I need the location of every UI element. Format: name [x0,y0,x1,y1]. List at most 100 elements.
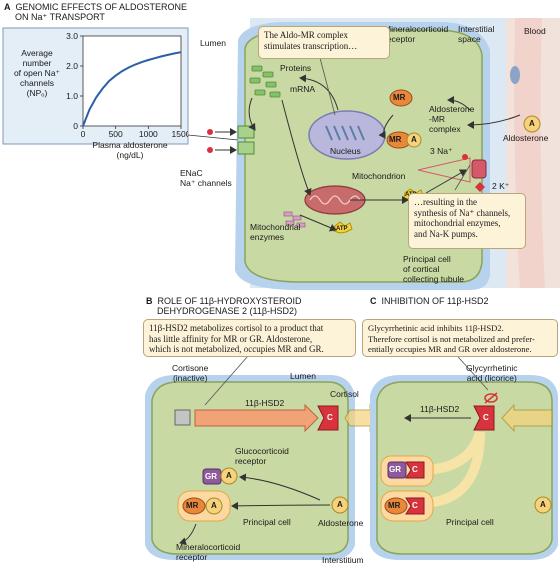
potassium-ion [475,182,485,192]
callout-line: The Aldo-MR complex [264,30,348,40]
gr-tag: GR [205,472,217,481]
principal-cell-label-b: Principal cell [243,517,291,527]
cortisone-square [174,409,191,426]
panel-title-line: INHIBITION OF 11β-HSD2 [381,296,489,306]
label-line: Principal cell [403,254,451,264]
inhibitor-shape [484,392,498,404]
c-tag: C [483,413,489,422]
gr-tag: GR [389,465,401,474]
aldo-entry-b [331,496,349,514]
sodium-ion [207,129,213,135]
mr-tag: MR [389,135,402,144]
y-tick-label: 2.0 [66,61,78,71]
lumen-label: Lumen [200,38,226,48]
plot-area [82,35,182,127]
aldosterone-response-chart: 05001000150001.02.03.0 [66,31,188,139]
c-tag: C [412,501,418,510]
principal-cell-label-c: Principal cell [446,517,494,527]
cortisol-shape [317,405,339,431]
aldo-entry-c [534,496,552,514]
callout-line: stimulates transcription… [264,40,358,51]
aldosterone-label-b: Aldosterone [318,518,364,528]
panel-b-heading: B ROLE OF 11β-HYDROXYSTEROID [146,296,302,307]
panel-letter: B [146,296,153,306]
aldo-mr-label: Aldosterone -MR complex [429,104,474,134]
panel-letter: C [370,296,377,306]
panel-title-line: ROLE OF 11β-HYDROXYSTEROID [157,296,302,306]
ylabel-line: channels [19,78,55,88]
x-tick-label: 1000 [139,129,158,139]
label-line: (inactive) [172,373,208,383]
atp-burst [333,221,353,234]
ylabel-line: number [22,58,52,68]
label-line: Mitochondrial [250,222,301,232]
glycyrrhetinic-label: Glycyrrhetinic acid (licorice) [466,363,517,383]
enzyme-label-b: 11β-HSD2 [245,398,285,408]
x-tick-label: 500 [109,129,123,139]
callout-line: Glycyrrhetinic acid inhibits 11β-HSD2. [368,323,504,333]
sodium-ion [462,154,468,160]
callout-c: Glycyrrhetinic acid inhibits 11β-HSD2. T… [362,319,558,357]
mr-receptor-label: Mineralocorticoid receptor [384,24,448,44]
lumen-label-b: Lumen [290,371,316,381]
callout-line: mitochondrial enzymes, [414,218,501,228]
mr-aldo-shape-b [177,490,231,522]
enac-label: ENaC Na⁺ channels [180,168,232,188]
label-line: Interstitial [458,24,495,34]
label-line: Cortisone [172,363,209,373]
callout-line: Therefore cortisol is not metabolized an… [368,333,535,344]
ylabel-line: (NPₒ) [26,88,48,98]
mrna-label: mRNA [290,84,316,94]
c-tag: C [327,413,333,422]
mr-receptor-shape [389,89,413,107]
y-tick-label: 3.0 [66,31,78,41]
dna-strands [325,125,365,141]
big-arrow-c [424,431,485,508]
xlabel-line: Plasma aldosterone [92,140,168,150]
cortisone-arrow [194,403,319,433]
cortisone-label: Cortisone (inactive) [172,363,208,383]
a-tag: A [226,471,232,480]
a-tag: A [540,500,546,509]
label-line: complex [429,124,461,134]
cortisol-label: Cortisol [330,389,359,399]
chart-connector [187,134,239,141]
a-tag: A [337,500,343,509]
xlabel-line: (ng/dL) [116,150,144,160]
pathway-arrows-b [179,473,331,546]
label-line: enzymes [250,232,285,242]
chart-ylabel: Average number of open Na⁺ channels (NPₒ… [8,48,66,98]
label-line: receptor [176,552,208,562]
nucleus-label: Nucleus [330,146,361,156]
a-tag: A [411,135,417,144]
proteins-label: Proteins [280,63,312,73]
x-tick-label: 0 [81,129,86,139]
panel-letter: A [4,2,11,12]
mr-tag: MR [186,501,199,510]
panel-c-heading: C INHIBITION OF 11β-HSD2 [370,296,489,307]
na-label: 3 Na⁺ [430,146,453,156]
pathway-arrows [215,74,521,232]
label-line: Glycyrrhetinic [466,363,518,373]
cortisol-entry-arrow-c [501,403,553,433]
mc-receptor-label: Mineralocorticoid receptor [176,542,240,562]
mr-tag: MR [388,501,401,510]
label-line: Na⁺ channels [180,178,232,188]
panel-title-line: ON Na⁺ TRANSPORT [15,12,105,22]
callout-line: and Na-K pumps. [414,228,478,239]
label-line: of cortical [403,264,440,274]
mr-cortisol-c [380,490,434,522]
label-line: Glucocorticoid [235,446,289,456]
enzyme-label-c: 11β-HSD2 [420,404,460,414]
callout-transcription: The Aldo-MR complex stimulates transcrip… [258,26,390,59]
panel-title-line: GENOMIC EFFECTS OF ALDOSTERONE [15,2,188,12]
atp-tag: ATP [336,226,348,232]
label-line: Mineralocorticoid [176,542,241,552]
red-cell [510,66,520,84]
ylabel-line: of open Na⁺ [13,68,61,78]
callout-synthesis: …resulting in the synthesis of Na⁺ chann… [408,193,526,249]
principal-cell-label: Principal cell of cortical collecting tu… [403,254,464,284]
callout-line: has little affinity for MR or GR. Aldost… [149,333,313,344]
y-tick-label: 1.0 [66,91,78,101]
